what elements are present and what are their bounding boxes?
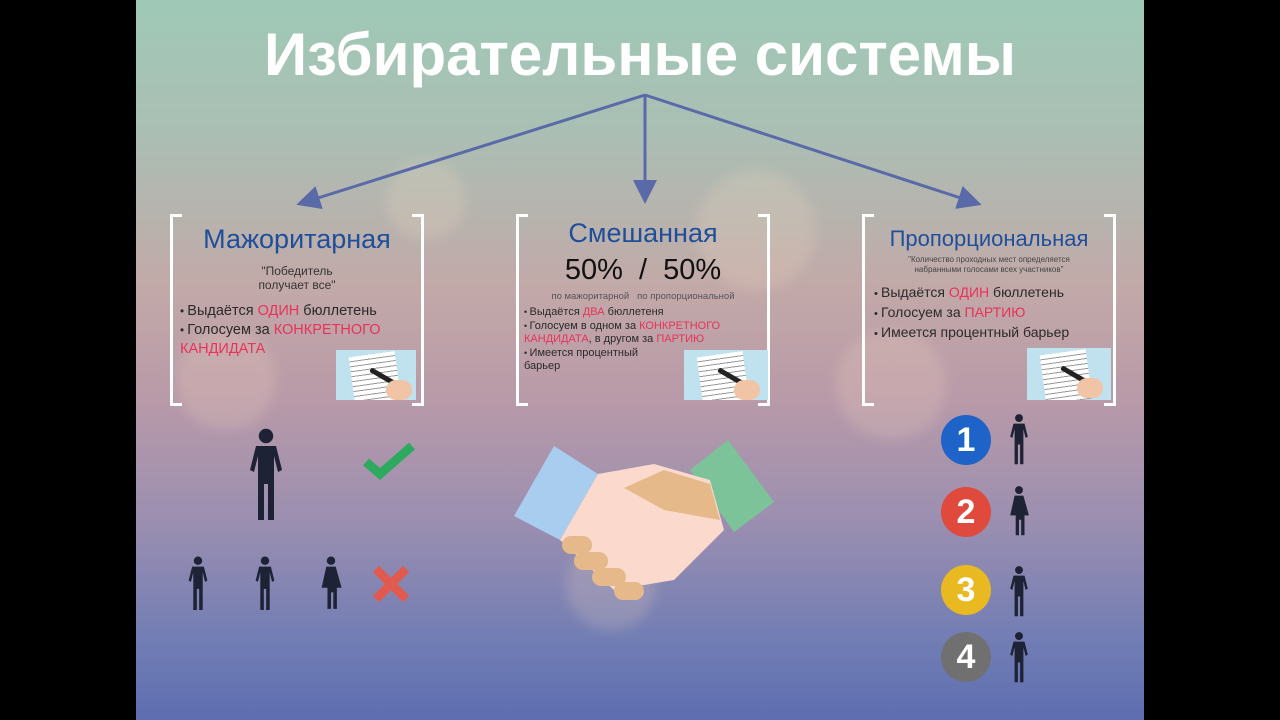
mixed-heading: Смешанная bbox=[568, 218, 718, 248]
mixed-ratio-labels: по мажоритарной по пропорциональной bbox=[551, 291, 735, 302]
rank-3-badge: 3 bbox=[941, 565, 991, 615]
majoritarian-list: Выдаётся ОДИН бюллетень Голосуем за КОНК… bbox=[180, 302, 420, 358]
mixed-ratio: 50% / 50% bbox=[564, 254, 722, 286]
checkmark-icon bbox=[363, 442, 415, 480]
ballot-icon bbox=[336, 350, 416, 400]
person-icon bbox=[321, 556, 342, 609]
branch-arrows bbox=[296, 93, 982, 210]
person-icon bbox=[1010, 632, 1028, 683]
slide: Избирательные системы Мажоритарная "Побе… bbox=[136, 0, 1144, 720]
proportional-box: Пропорциональная "Количество проходных м… bbox=[862, 214, 1116, 406]
proportional-heading: Пропорциональная bbox=[889, 226, 1089, 251]
rank-2-badge: 2 bbox=[941, 487, 991, 537]
ballot-icon bbox=[1027, 348, 1111, 400]
winner-person-icon bbox=[250, 428, 282, 520]
slide-title: Избирательные системы bbox=[264, 21, 1016, 88]
proportional-list: Выдаётся ОДИН бюллетень Голосуем за ПАРТ… bbox=[874, 283, 1114, 343]
person-icon bbox=[1010, 414, 1028, 465]
mixed-list: Выдаётся ДВА бюллетеня Голосуем в одном … bbox=[524, 306, 744, 374]
cross-icon bbox=[372, 565, 410, 603]
rank-4-badge: 4 bbox=[941, 632, 991, 682]
handshake-icon bbox=[514, 440, 774, 600]
majoritarian-heading: Мажоритарная bbox=[203, 224, 391, 254]
person-icon bbox=[255, 556, 275, 610]
rank-1-badge: 1 bbox=[941, 415, 991, 465]
person-icon bbox=[1010, 486, 1029, 536]
person-icon bbox=[188, 556, 208, 610]
mixed-box: Смешанная 50% / 50% по мажоритарной по п… bbox=[516, 214, 770, 406]
ballot-icon bbox=[684, 350, 768, 400]
person-icon bbox=[1010, 566, 1028, 617]
